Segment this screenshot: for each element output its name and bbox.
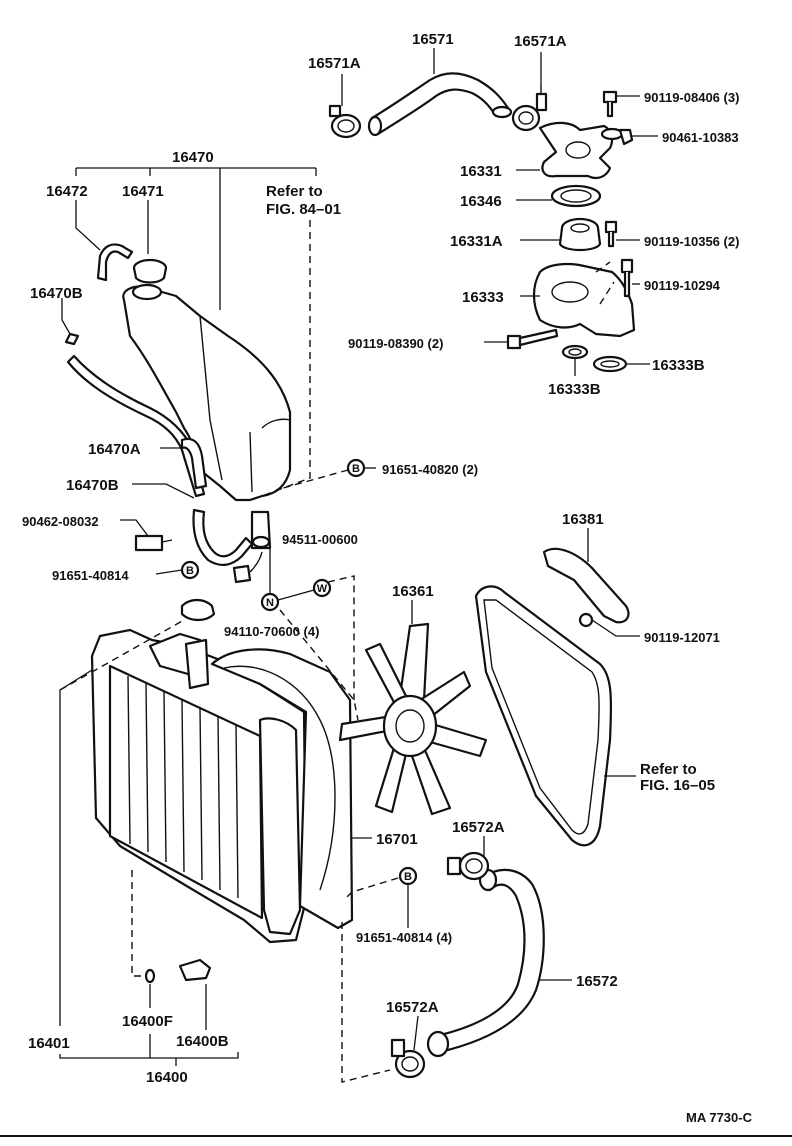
label-fig-84-01: FIG. 84–01 bbox=[266, 201, 341, 218]
bolt-symbol-letter: B bbox=[352, 463, 360, 475]
label-90461-10383: 90461-10383 bbox=[662, 130, 739, 145]
label-16333B-right: 16333B bbox=[652, 357, 705, 374]
hose-clamp-lower-bottom bbox=[390, 1038, 426, 1079]
radiator-inlet-neck bbox=[184, 638, 210, 690]
gasket-16333B-a bbox=[561, 344, 589, 360]
lower-radiator-hose bbox=[426, 868, 545, 1058]
label-91651-40814-right: 91651-40814 (4) bbox=[356, 930, 452, 945]
bleed-plug-90461 bbox=[600, 127, 634, 146]
reservoir-tank bbox=[122, 285, 292, 502]
bolt-90119-08390 bbox=[506, 328, 559, 350]
nut-symbol-letter: N bbox=[266, 597, 274, 609]
label-16333: 16333 bbox=[462, 289, 504, 306]
bolt-symbol-letter: B bbox=[404, 871, 412, 883]
label-90119-08406: 90119-08406 (3) bbox=[644, 90, 739, 105]
fan-16361 bbox=[338, 622, 488, 816]
sensor-94511 bbox=[232, 510, 272, 584]
label-16471: 16471 bbox=[122, 183, 164, 200]
label-fig-16-05: FIG. 16–05 bbox=[640, 777, 715, 794]
label-91651-40820: 91651-40820 (2) bbox=[382, 462, 478, 477]
label-16472: 16472 bbox=[46, 183, 88, 200]
label-16571: 16571 bbox=[412, 31, 454, 48]
label-16400F: 16400F bbox=[122, 1013, 173, 1030]
bolt-symbol-letter: B bbox=[186, 565, 194, 577]
label-16381: 16381 bbox=[562, 511, 604, 528]
hose-clamp-lower-top bbox=[446, 851, 490, 881]
hose-clamp-left bbox=[328, 104, 362, 139]
label-16470B-top: 16470B bbox=[30, 285, 83, 302]
washer-symbol-letter: W bbox=[317, 583, 328, 595]
reservoir-neck bbox=[131, 283, 163, 301]
label-16571A-left: 16571A bbox=[308, 55, 361, 72]
diagram-code: MA 7730-C bbox=[686, 1110, 753, 1125]
v-belt bbox=[474, 585, 613, 847]
thermostat-16331A bbox=[558, 217, 602, 252]
label-16333B-bottom: 16333B bbox=[548, 381, 601, 398]
bolt-90119-10356 bbox=[604, 220, 618, 248]
label-16331: 16331 bbox=[460, 163, 502, 180]
gasket-16333B-b bbox=[592, 355, 628, 373]
part-labels: 16571 16571A 16571A 90119-08406 (3) 9046… bbox=[22, 31, 753, 1125]
nut-symbol-94110: N bbox=[260, 592, 280, 612]
bolt-symbol-91651-40814-left: B bbox=[180, 560, 200, 580]
label-16331A: 16331A bbox=[450, 233, 503, 250]
drain-cock-16400B bbox=[178, 958, 212, 982]
radiator-cap bbox=[180, 598, 216, 622]
label-16572A-top: 16572A bbox=[452, 819, 505, 836]
hose-clamp-right bbox=[511, 84, 548, 132]
bolt-90119-08406 bbox=[602, 90, 618, 118]
reservoir-hose-lower bbox=[192, 508, 254, 566]
label-16470B-mid: 16470B bbox=[66, 477, 119, 494]
label-16470A: 16470A bbox=[88, 441, 141, 458]
label-90119-12071: 90119-12071 bbox=[644, 630, 720, 645]
label-16400: 16400 bbox=[146, 1069, 188, 1086]
reservoir-hose-16470A bbox=[66, 354, 208, 498]
label-91651-40814-left: 91651-40814 bbox=[52, 568, 129, 583]
clip-16470B bbox=[64, 332, 80, 346]
fan-shroud-16701 bbox=[210, 648, 354, 930]
label-16401: 16401 bbox=[28, 1035, 70, 1052]
label-16572A-bottom: 16572A bbox=[386, 999, 439, 1016]
label-90462-08032: 90462-08032 bbox=[22, 514, 99, 529]
label-16400B: 16400B bbox=[176, 1033, 229, 1050]
gasket-16346 bbox=[550, 184, 602, 208]
washer-symbol-94511: W bbox=[312, 578, 332, 598]
bolt-symbol-91651-40820: B bbox=[346, 458, 366, 478]
radiator-16400 bbox=[90, 628, 308, 944]
label-16572: 16572 bbox=[576, 973, 618, 990]
overflow-hose-16472 bbox=[96, 243, 134, 282]
drain-plug-16400F bbox=[144, 968, 156, 984]
bolt-90119-10294 bbox=[620, 258, 634, 298]
reservoir-cap-16471 bbox=[132, 258, 168, 284]
bolt-symbol-91651-40814-right: B bbox=[398, 866, 418, 886]
water-outlet bbox=[538, 121, 614, 179]
water-inlet-housing-16333 bbox=[532, 261, 636, 338]
label-16346: 16346 bbox=[460, 193, 502, 210]
belt-guide-16381 bbox=[542, 547, 630, 628]
label-90119-08390: 90119-08390 (2) bbox=[348, 336, 443, 351]
label-16361: 16361 bbox=[392, 583, 434, 600]
label-16571A-right: 16571A bbox=[514, 33, 567, 50]
label-94110-70600: 94110-70600 (4) bbox=[224, 624, 319, 639]
label-refer-to-84: Refer to bbox=[266, 183, 323, 200]
clamp-90462-08032 bbox=[134, 534, 173, 552]
label-refer-to-16: Refer to bbox=[640, 761, 697, 778]
leader-lines bbox=[59, 48, 658, 1083]
upper-radiator-hose bbox=[367, 72, 513, 137]
label-16470: 16470 bbox=[172, 149, 214, 166]
label-90119-10356: 90119-10356 (2) bbox=[644, 234, 739, 249]
label-90119-10294: 90119-10294 bbox=[644, 278, 721, 293]
label-94511-00600: 94511-00600 bbox=[282, 532, 358, 547]
label-16701: 16701 bbox=[376, 831, 418, 848]
